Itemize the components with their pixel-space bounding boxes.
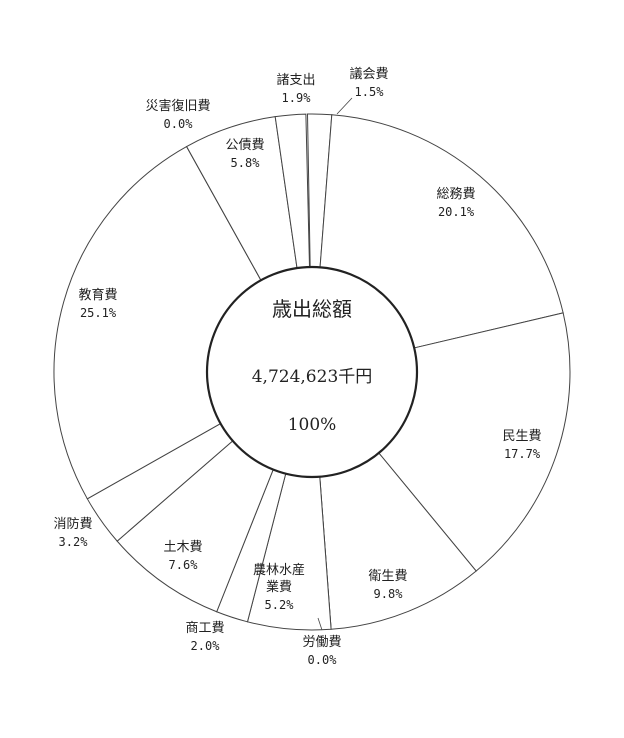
slice-1-percent: 1.5%: [355, 85, 385, 99]
slice-4-name: 衛生費: [368, 569, 407, 584]
slice-1-name: 議会費: [349, 67, 388, 82]
slice-8-name: 土木費: [163, 540, 202, 555]
slice-12-percent: 5.8%: [231, 156, 261, 170]
center-total: 4,724,623千円: [252, 367, 373, 387]
slice-13-name: 諸支出: [276, 72, 315, 88]
slice-6-name-line-1: 農林水産: [253, 562, 305, 578]
slice-2-percent: 20.1%: [438, 205, 475, 219]
slice-group: [53, 113, 571, 631]
slice-label-group: 議会費 1.5% 総務費 20.1% 民生費 17.7% 衛生費 9.8% 労働費 0.0% 農林水…: [53, 67, 541, 667]
slice-7-percent: 2.0%: [191, 639, 221, 653]
slice-4-percent: 9.8%: [374, 587, 404, 601]
slice-6-percent: 5.2%: [265, 598, 295, 612]
slice-11-name: 災害復旧費: [145, 98, 210, 114]
slice-5-leader-line: [317, 617, 323, 631]
slice-5-percent: 0.0%: [308, 653, 338, 667]
slice-1-leader-line: [336, 97, 353, 115]
slice-6-name-line-2: 業費: [266, 579, 292, 595]
center-title: 歳出総額: [272, 297, 352, 321]
leader-line-group: [317, 97, 353, 631]
slice-3-name: 民生費: [502, 429, 541, 444]
slice-12-name: 公債費: [225, 138, 264, 153]
slice-2-name: 総務費: [436, 187, 475, 202]
slice-9-percent: 3.2%: [59, 535, 89, 549]
slice-11-percent: 0.0%: [164, 117, 194, 131]
slice-9-name: 消防費: [53, 516, 92, 532]
center-percent: 100%: [288, 415, 337, 435]
slice-10-name: 教育費: [78, 287, 117, 303]
center-circle: [205, 265, 419, 479]
slice-7-name: 商工費: [185, 621, 224, 636]
slice-10-percent: 25.1%: [80, 306, 117, 320]
slice-5-name: 労働費: [302, 635, 341, 650]
slice-13-percent: 1.9%: [282, 91, 312, 105]
slice-3-percent: 17.7%: [504, 447, 541, 461]
slice-8-percent: 7.6%: [169, 558, 199, 572]
